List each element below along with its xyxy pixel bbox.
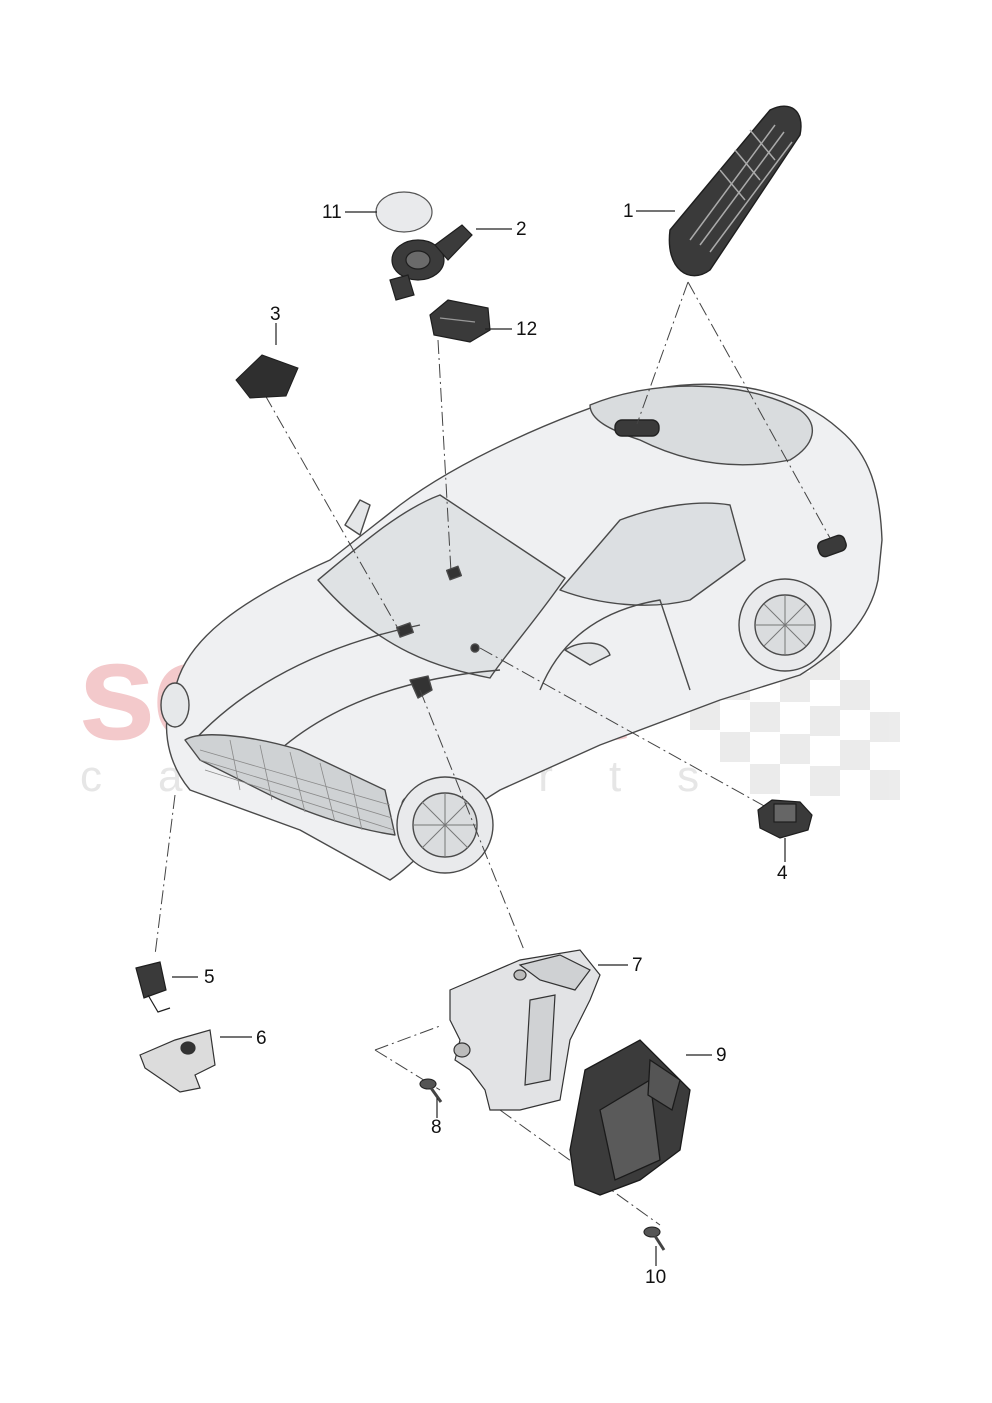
part-10-bolt: [643, 1226, 666, 1251]
sensor-marker-mirror: [396, 622, 414, 638]
callout-10: 10: [645, 1267, 667, 1288]
callout-1: 1: [623, 201, 634, 222]
part-4-sensor: [757, 799, 813, 839]
part-3-cover: [235, 354, 299, 399]
callout-5: 5: [204, 967, 215, 988]
rear-wheel-spokes: [755, 595, 815, 655]
part-7-bracket: [449, 949, 601, 1111]
front-grille: [184, 734, 396, 836]
part-12-bracket: [429, 299, 491, 343]
callout-3: 3: [270, 304, 281, 325]
side-mirror-left: [344, 499, 371, 536]
callout-lines: [172, 210, 786, 1266]
front-wheel-spokes: [413, 793, 477, 857]
part-2-sensor: [389, 224, 473, 301]
side-mirror-right: [564, 642, 611, 666]
callout-4: 4: [777, 863, 788, 884]
sensor-marker-dash: [470, 643, 480, 653]
car-illustration: [160, 383, 883, 881]
callout-11: 11: [322, 202, 342, 223]
callout-2: 2: [516, 219, 527, 240]
sensor-marker-bracket: [409, 675, 433, 699]
part-11-cap: [375, 191, 433, 233]
callout-7: 7: [632, 955, 643, 976]
part-6-bracket: [139, 1029, 216, 1093]
part-9-control-unit: [569, 1039, 691, 1196]
grille-mesh: [199, 739, 395, 831]
callout-9: 9: [716, 1045, 727, 1066]
callout-8: 8: [431, 1117, 442, 1138]
part-8-bolt: [419, 1078, 443, 1103]
headlight-left: [160, 682, 190, 728]
callout-12: 12: [516, 319, 538, 340]
part-1-vent: [668, 105, 802, 277]
windshield: [317, 494, 566, 679]
sensor-marker-rear: [817, 534, 847, 558]
side-window: [559, 502, 746, 606]
sensor-marker-roof: [614, 419, 660, 437]
callout-6: 6: [256, 1028, 267, 1049]
part-5-sensor: [135, 961, 171, 1013]
door-line: [539, 599, 691, 691]
sensor-marker-windshield: [445, 565, 463, 581]
hood-crease: [189, 624, 421, 746]
